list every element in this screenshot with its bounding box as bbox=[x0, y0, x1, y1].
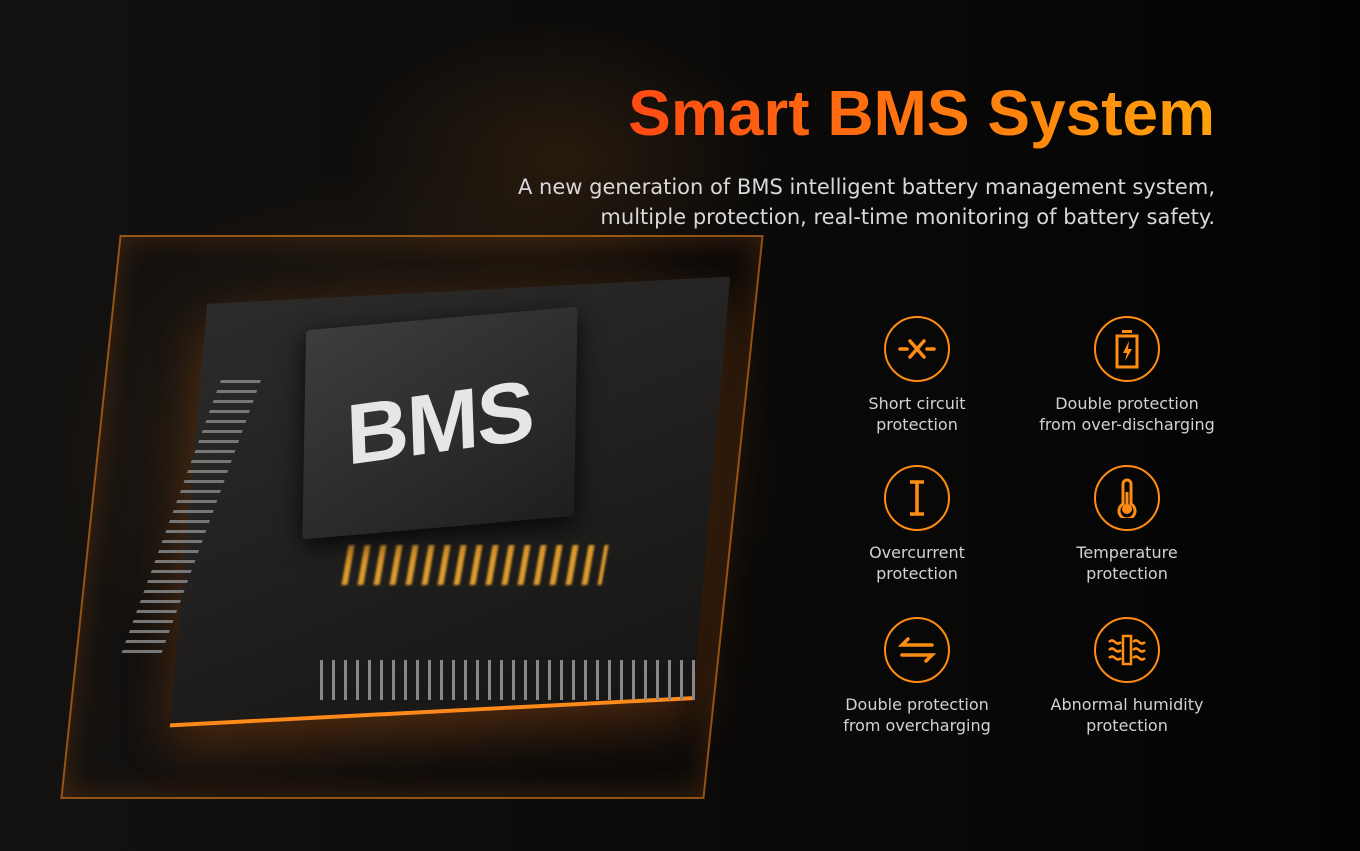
feature-label: Abnormal humidity bbox=[1050, 695, 1204, 714]
feature-label: protection bbox=[1086, 716, 1168, 735]
bms-chip: BMS bbox=[302, 306, 578, 540]
feature-label: protection bbox=[1086, 564, 1168, 583]
feature-label: protection bbox=[876, 415, 958, 434]
arrows-icon bbox=[884, 617, 950, 683]
feature-humidity: Abnormal humidity protection bbox=[1022, 617, 1232, 736]
feature-label: Double protection bbox=[1055, 394, 1199, 413]
feature-short-circuit: Short circuit protection bbox=[812, 316, 1022, 435]
feature-label: from overcharging bbox=[843, 716, 991, 735]
thermometer-icon bbox=[1094, 465, 1160, 531]
feature-overcurrent: Overcurrent protection bbox=[812, 465, 1022, 584]
chip-label: BMS bbox=[345, 362, 535, 483]
chip-glow-lights bbox=[341, 545, 609, 585]
feature-overcharging: Double protection from overcharging bbox=[812, 617, 1022, 736]
subtitle-line: multiple protection, real-time monitorin… bbox=[600, 205, 1215, 229]
feature-label: Temperature bbox=[1076, 543, 1178, 562]
feature-label: from over-discharging bbox=[1039, 415, 1215, 434]
feature-over-discharging: Double protection from over-discharging bbox=[1022, 316, 1232, 435]
feature-label: Short circuit bbox=[868, 394, 966, 413]
subtitle: A new generation of BMS intelligent batt… bbox=[435, 172, 1215, 232]
page-title: Smart BMS System bbox=[628, 77, 1215, 149]
current-icon bbox=[884, 465, 950, 531]
short-circuit-icon bbox=[884, 316, 950, 382]
feature-label: protection bbox=[876, 564, 958, 583]
battery-icon bbox=[1094, 316, 1160, 382]
feature-label: Overcurrent bbox=[869, 543, 965, 562]
feature-temperature: Temperature protection bbox=[1022, 465, 1232, 584]
feature-label: Double protection bbox=[845, 695, 989, 714]
subtitle-line: A new generation of BMS intelligent batt… bbox=[518, 175, 1215, 199]
humidity-icon bbox=[1094, 617, 1160, 683]
chip-pins-bottom bbox=[320, 660, 700, 700]
